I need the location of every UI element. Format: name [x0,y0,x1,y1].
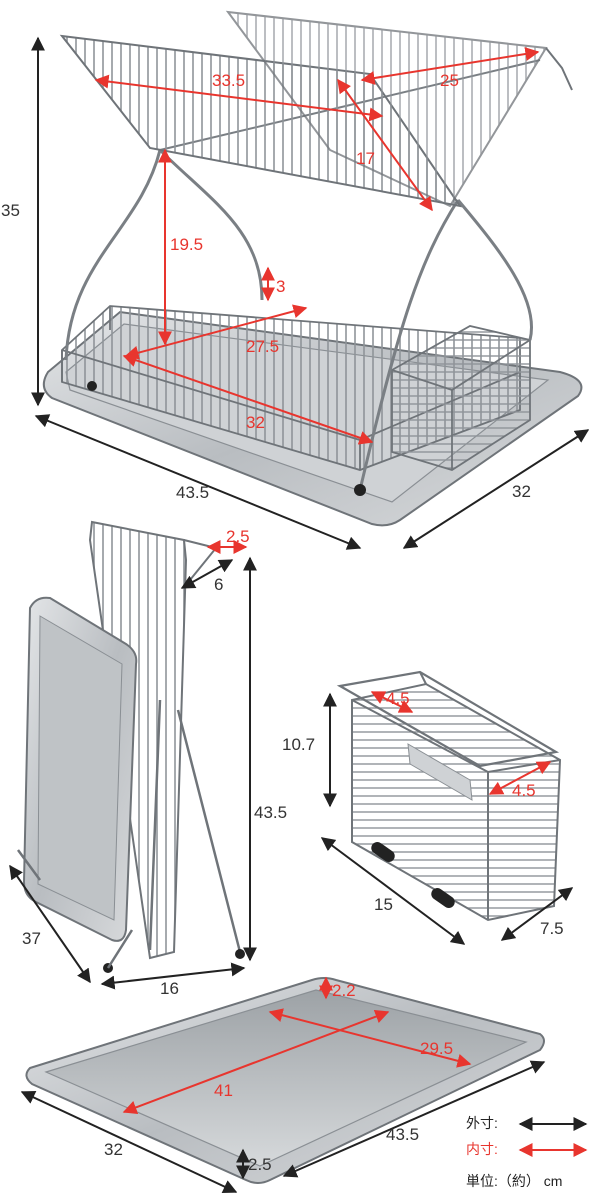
tray-depth-label: 32 [104,1140,123,1159]
folded-width-arrow [100,962,246,990]
cutlery-length-arrow [320,837,466,945]
tray-width-label: 43.5 [386,1125,419,1144]
folded-depth-label: 37 [22,929,41,948]
lower-depth-label: 27.5 [246,337,279,356]
gap-height-label: 19.5 [170,235,203,254]
folded-height-label: 43.5 [254,803,287,822]
lower-depth-arrow [124,304,308,360]
upper-slant-arrow [337,78,433,212]
rack-depth-label: 32 [512,482,531,501]
tray-depth-arrow [20,1090,238,1194]
legend: 外寸: 内寸: 単位:（約） cm [466,1115,588,1189]
folded-width-label: 16 [160,979,179,998]
upper-slant-label: 17 [356,149,375,168]
rack-height-label: 35 [1,201,20,220]
folded-hook-label: 6 [214,575,223,594]
upper-width-arrow [94,74,384,122]
cutlery-cell-a-arrow [370,691,414,713]
folded-rack-dimensions: 2.5 6 43.5 37 16 [9,527,287,998]
tray-width-arrow [282,1060,546,1178]
folded-rack-illustration [16,520,245,973]
cutlery-length-label: 15 [374,895,393,914]
upper-depth-label: 25 [440,71,459,90]
rack-width-label: 43.5 [176,483,209,502]
cutlery-cell-a-label: 4.5 [386,689,410,708]
legend-unit-label: 単位:（約） cm [466,1173,562,1189]
rack-inner-dimensions: 33.5 25 17 19.5 3 27.5 32 [94,47,540,445]
tray-inner-height-label: 2.2 [332,981,356,1000]
rack-depth-arrow [402,429,590,549]
cutlery-cell-b-label: 4.5 [512,781,536,800]
rack-width-arrow [34,414,362,550]
folded-depth-arrow [9,864,91,984]
tray-inner-depth-label: 29.5 [420,1039,453,1058]
folded-top-label: 2.5 [226,527,250,546]
upper-depth-arrow [360,47,540,85]
rack-outer-dimensions: 35 43.5 32 [1,36,590,550]
lower-width-label: 32 [246,413,265,432]
legend-outer-label: 外寸: [466,1115,498,1131]
cutlery-height-label: 10.7 [282,735,315,754]
basket-wall-label: 3 [276,277,285,296]
folded-hook-arrow [180,559,234,589]
tray-dimensions: 2.2 29.5 41 32 43.5 2.5 [20,976,546,1194]
cutlery-width-label: 7.5 [540,919,564,938]
tray-inner-width-label: 41 [214,1081,233,1100]
cutlery-cell-b-arrow [488,761,552,795]
assembled-rack-illustration [42,10,583,527]
tray-height-label: 2.5 [248,1155,272,1174]
legend-inner-label: 内寸: [466,1141,498,1157]
cutlery-basket-dimensions: 10.7 4.5 4.5 15 7.5 [282,689,574,945]
upper-width-label: 33.5 [212,71,245,90]
cutlery-width-arrow [500,887,574,941]
lower-width-arrow [122,353,374,445]
